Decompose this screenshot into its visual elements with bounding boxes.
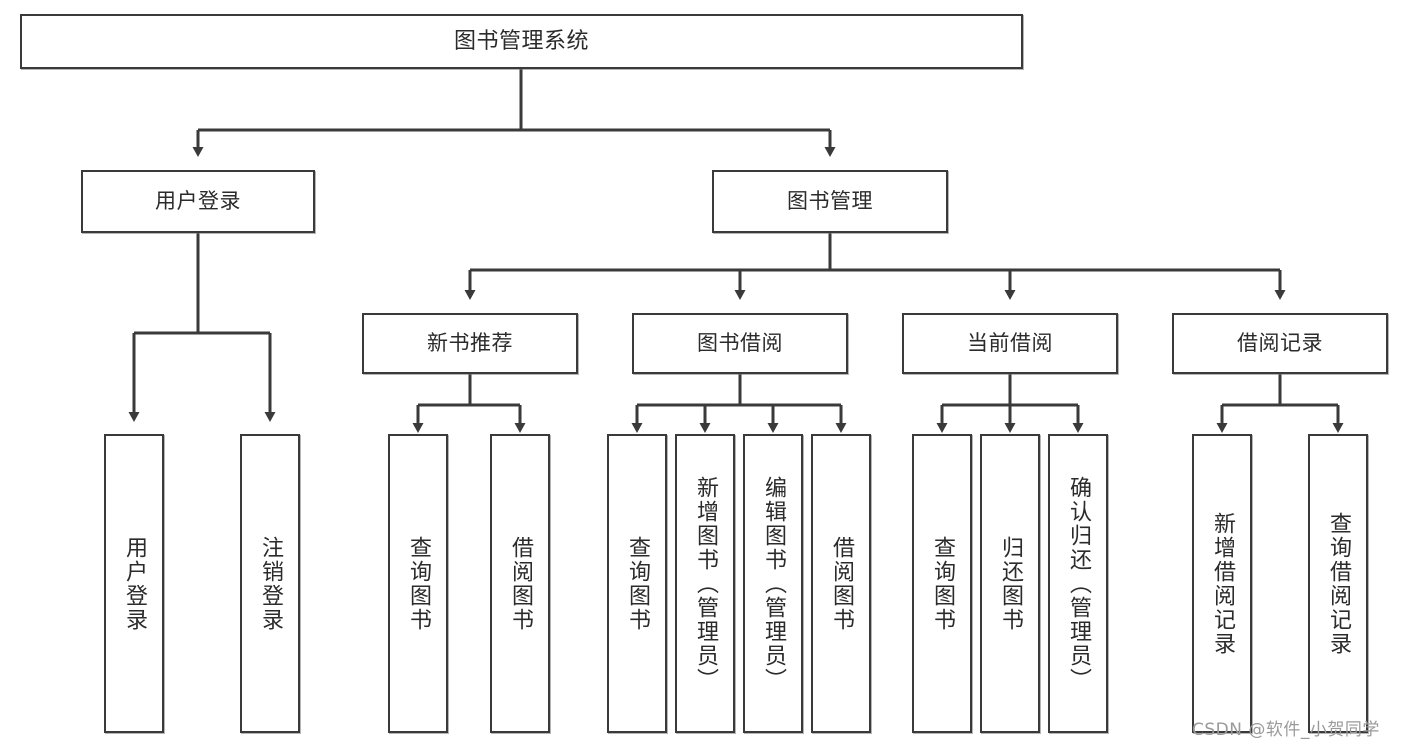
leaf-return-book-label: 归还图书 — [998, 535, 1023, 632]
node-book-manage[interactable]: 图书管理 — [712, 170, 948, 233]
node-borrow-record[interactable]: 借阅记录 — [1172, 313, 1388, 374]
leaf-confirm-return[interactable]: 确认归还（管理员） — [1048, 434, 1108, 733]
leaf-add-book-label: 新增图书（管理员） — [693, 475, 718, 692]
node-user-login-label: 用户登录 — [155, 189, 241, 214]
node-book-borrow-label: 图书借阅 — [697, 331, 783, 356]
node-root-label: 图书管理系统 — [453, 28, 589, 54]
leaf-borrow-book-1-label: 借阅图书 — [508, 535, 533, 632]
node-new-book-recommend-label: 新书推荐 — [427, 331, 513, 356]
leaf-user-login[interactable]: 用户登录 — [104, 434, 164, 733]
leaf-logout-login[interactable]: 注销登录 — [240, 434, 300, 733]
leaf-edit-book-label: 编辑图书（管理员） — [761, 475, 786, 692]
node-current-borrow[interactable]: 当前借阅 — [902, 313, 1118, 374]
leaf-query-book-3[interactable]: 查询图书 — [912, 434, 972, 733]
leaf-logout-login-label: 注销登录 — [258, 535, 283, 632]
leaf-add-record[interactable]: 新增借阅记录 — [1192, 434, 1252, 733]
node-book-borrow[interactable]: 图书借阅 — [632, 313, 848, 374]
leaf-borrow-book-2-label: 借阅图书 — [829, 535, 854, 632]
node-current-borrow-label: 当前借阅 — [967, 331, 1053, 356]
leaf-add-book[interactable]: 新增图书（管理员） — [675, 434, 735, 733]
leaf-add-record-label: 新增借阅记录 — [1210, 511, 1235, 656]
leaf-borrow-book-1[interactable]: 借阅图书 — [490, 434, 550, 733]
leaf-return-book[interactable]: 归还图书 — [980, 434, 1040, 733]
csdn-watermark: CSDN @软件_小贺同学 — [1192, 720, 1380, 740]
node-user-login[interactable]: 用户登录 — [81, 170, 315, 233]
leaf-query-book-1[interactable]: 查询图书 — [388, 434, 448, 733]
leaf-edit-book[interactable]: 编辑图书（管理员） — [743, 434, 803, 733]
leaf-user-login-label: 用户登录 — [122, 535, 147, 632]
leaf-query-book-2[interactable]: 查询图书 — [607, 434, 667, 733]
leaf-query-book-3-label: 查询图书 — [930, 535, 955, 632]
leaf-query-record[interactable]: 查询借阅记录 — [1308, 434, 1368, 733]
node-book-manage-label: 图书管理 — [787, 189, 873, 214]
leaf-query-book-2-label: 查询图书 — [625, 535, 650, 632]
leaf-borrow-book-2[interactable]: 借阅图书 — [811, 434, 871, 733]
leaf-query-record-label: 查询借阅记录 — [1326, 511, 1351, 656]
leaf-confirm-return-label: 确认归还（管理员） — [1066, 475, 1091, 692]
node-new-book-recommend[interactable]: 新书推荐 — [362, 313, 578, 374]
node-root[interactable]: 图书管理系统 — [20, 14, 1023, 69]
node-borrow-record-label: 借阅记录 — [1237, 331, 1323, 356]
leaf-query-book-1-label: 查询图书 — [406, 535, 431, 632]
